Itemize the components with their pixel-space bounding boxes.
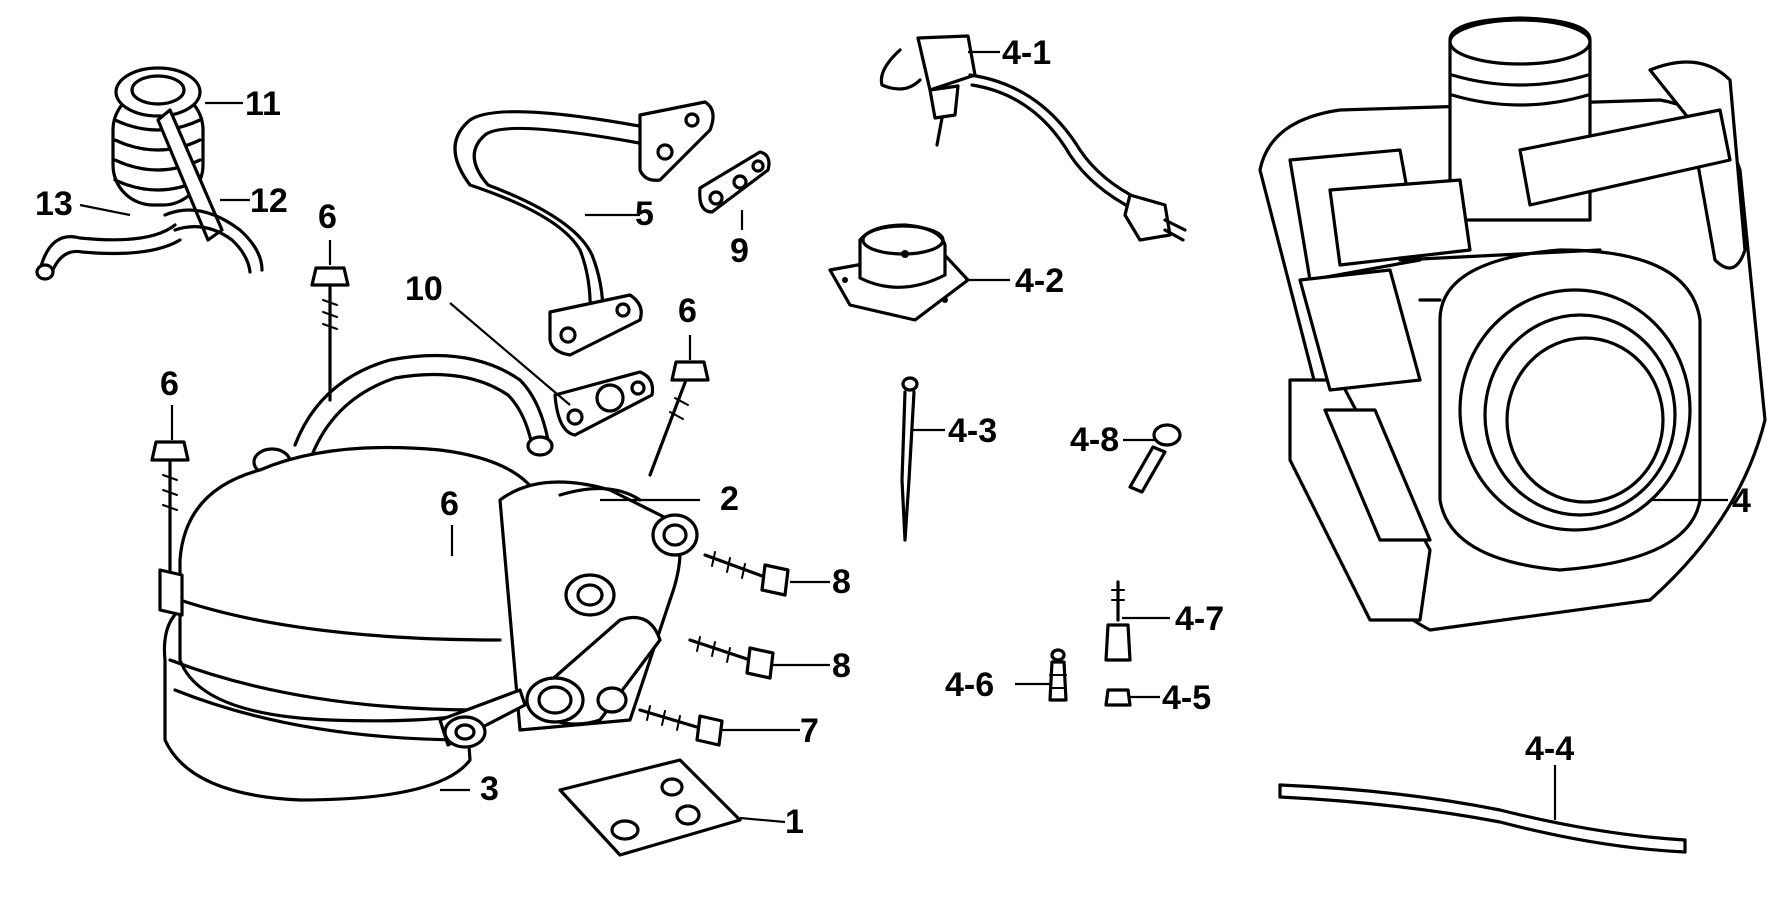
part-4-6-jet (1048, 648, 1068, 702)
callout-6-d: 6 (440, 485, 459, 523)
callout-6-a: 6 (318, 198, 337, 236)
callout-9: 9 (730, 232, 749, 270)
callout-4-4: 4-4 (1525, 730, 1574, 768)
part-13-hose (35, 223, 182, 281)
part-6-bolt-a (310, 266, 350, 402)
part-12-hose (163, 208, 264, 274)
part-3-housing (158, 445, 699, 802)
part-4-4-tube (1278, 783, 1687, 854)
part-7-bolt (638, 705, 724, 747)
callout-4-6: 4-6 (945, 666, 994, 704)
part-8-bolt-b (688, 636, 775, 680)
part-11-filter-assembly (111, 66, 224, 242)
part-10-gasket (553, 370, 655, 437)
callout-2: 2 (720, 480, 739, 518)
leader-lines (79, 50, 1728, 824)
part-5-bent-pipe (453, 100, 715, 357)
callout-labels: 11 12 13 6 6 6 6 5 9 10 2 8 8 7 3 1 4-1 … (35, 34, 1751, 841)
callout-7: 7 (800, 712, 819, 750)
part-4-1-switch (879, 34, 1187, 242)
part-9-gasket (698, 150, 771, 214)
callout-3: 3 (480, 770, 499, 808)
callout-10: 10 (405, 270, 443, 308)
part-8-bolt-a (703, 551, 790, 597)
part-4-3-needle (900, 376, 919, 542)
callout-13: 13 (35, 185, 73, 223)
part-4-5-plug (1104, 688, 1132, 707)
callout-12: 12 (250, 182, 288, 220)
part-4-7-jet (1104, 580, 1132, 662)
part-6-bolt-b (150, 440, 190, 582)
callout-8-a: 8 (832, 563, 851, 601)
callout-4-1: 4-1 (1002, 34, 1051, 72)
callout-4-8: 4-8 (1070, 421, 1119, 459)
callout-6-b: 6 (160, 365, 179, 403)
callout-6-c: 6 (678, 292, 697, 330)
part-4-8-screw (1128, 423, 1182, 494)
callout-4-5: 4-5 (1162, 679, 1211, 717)
callout-4: 4 (1732, 482, 1751, 520)
callout-5: 5 (635, 195, 654, 233)
callout-4-2: 4-2 (1015, 262, 1064, 300)
callout-4-7: 4-7 (1175, 600, 1224, 638)
part-1-plate (558, 758, 742, 857)
part-4-2-cover (828, 223, 970, 322)
callout-11: 11 (245, 85, 281, 123)
part-6-bolt-c (648, 360, 710, 477)
callout-8-b: 8 (832, 647, 851, 685)
callout-1: 1 (785, 803, 804, 841)
callout-4-3: 4-3 (948, 412, 997, 450)
part-4-carburetor (1258, 16, 1767, 632)
